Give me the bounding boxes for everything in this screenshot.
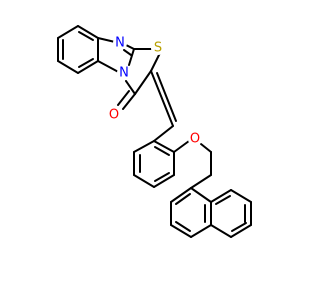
atom-o-ether-label: O: [190, 132, 200, 147]
bond: [57, 25, 79, 39]
bond: [156, 72, 177, 122]
bond: [210, 189, 232, 203]
bond: [230, 189, 252, 203]
bond: [57, 60, 79, 74]
bond: [153, 174, 175, 188]
atom-n-ring: N: [117, 66, 131, 81]
bond: [215, 195, 231, 205]
bond: [154, 146, 170, 156]
atom-s: S: [151, 41, 165, 56]
bond: [190, 174, 212, 189]
bond: [123, 49, 132, 56]
bond: [128, 48, 135, 66]
atom-layer: N S N O O: [107, 36, 202, 147]
bond: [153, 140, 175, 153]
bond: [170, 187, 192, 203]
bond: [78, 58, 94, 68]
bond: [150, 52, 161, 72]
bond: [173, 140, 190, 153]
bond: [117, 90, 130, 106]
atom-n-imine-label: N: [115, 36, 125, 51]
atom-o-keto-label: O: [109, 108, 119, 123]
bond: [133, 174, 155, 188]
bond: [122, 93, 136, 110]
bond: [78, 31, 94, 41]
bond: [170, 224, 192, 238]
bond: [175, 193, 191, 205]
bond: [190, 224, 212, 238]
bond: [175, 221, 191, 232]
bond: [134, 70, 152, 95]
atom-s-label: S: [154, 41, 162, 56]
bond: [77, 60, 99, 74]
atom-o-ether: O: [188, 132, 202, 147]
bond: [153, 125, 174, 142]
bond: [97, 37, 116, 43]
atom-n-ring-label: N: [119, 66, 129, 81]
atom-o-keto: O: [107, 108, 121, 123]
bond: [77, 25, 99, 39]
bond: [154, 172, 170, 182]
bond: [150, 70, 174, 127]
bond: [210, 224, 232, 238]
bond: [231, 222, 247, 232]
molecule-diagram: N S N O O: [57, 25, 252, 238]
bond: [230, 224, 252, 238]
bond: [125, 80, 136, 95]
bond-layer: [57, 25, 252, 238]
atom-n-imine: N: [113, 36, 127, 51]
bond: [133, 140, 155, 153]
bond: [190, 187, 212, 203]
bond: [200, 143, 212, 153]
